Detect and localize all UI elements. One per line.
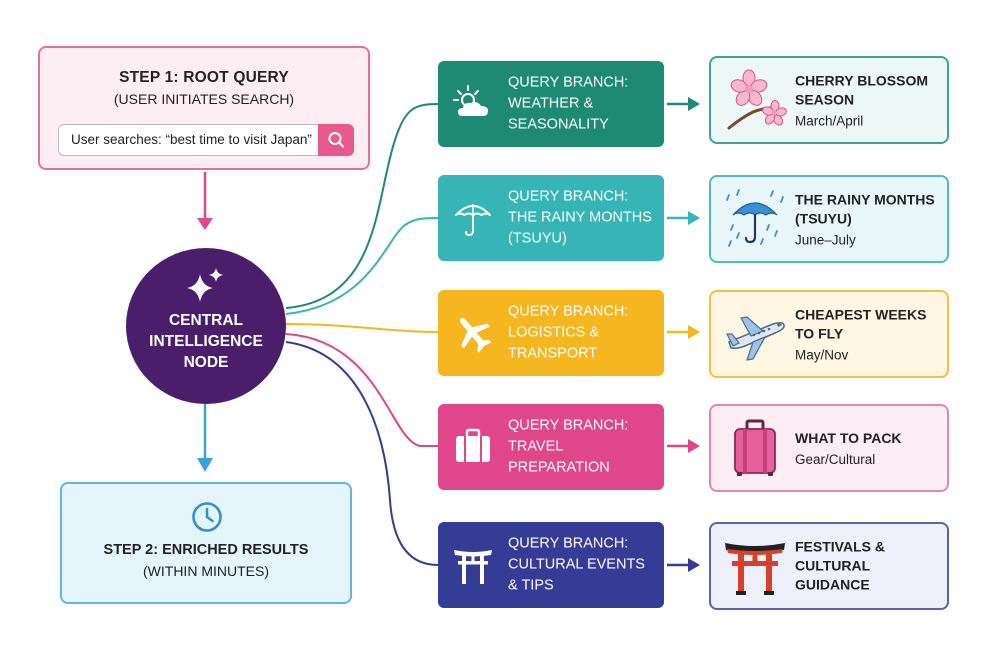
central-intelligence-node: CENTRAL INTELLIGENCE NODE — [126, 248, 286, 404]
branch-label: QUERY BRANCH: THE RAINY MONTHS (TSUYU) — [508, 187, 658, 250]
sun-cloud-icon — [453, 85, 488, 116]
branch-arrow-1 — [667, 97, 700, 111]
airplane-icon — [459, 317, 492, 353]
connector-logistics — [285, 323, 439, 333]
search-query-text: User searches: “best time to visit Japan… — [71, 132, 312, 147]
query-branch-weather: QUERY BRANCH: WEATHER & SEASONALITY — [438, 61, 664, 147]
central-node-label: CENTRAL INTELLIGENCE NODE — [126, 310, 286, 373]
branch-2-line-3: (TSUYU) — [508, 230, 567, 247]
result-what-to-pack: WHAT TO PACK Gear/Cultural — [709, 404, 949, 492]
result-1-title-line-2: SEASON — [795, 91, 855, 108]
branch-4-line-1: QUERY BRANCH: — [508, 417, 629, 434]
rain-umbrella-icon — [726, 189, 784, 247]
branch-label: QUERY BRANCH: CULTURAL EVENTS & TIPS — [508, 534, 658, 597]
step2-enriched-results-box: STEP 2: ENRICHED RESULTS (WITHIN MINUTES… — [60, 482, 352, 604]
result-text: CHERRY BLOSSOM SEASON March/April — [795, 72, 945, 129]
central-label-line-1: CENTRAL — [168, 312, 244, 329]
result-title: THE RAINY MONTHS (TSUYU) — [795, 191, 945, 229]
result-cheapest-weeks: CHEAPEST WEEKS TO FLY May/Nov — [709, 290, 949, 378]
branch-label: QUERY BRANCH: WEATHER & SEASONALITY — [508, 73, 658, 136]
branch-3-line-2: LOGISTICS & — [508, 324, 600, 341]
result-4-title-line-1: WHAT TO PACK — [795, 430, 902, 446]
clock-icon — [192, 502, 222, 532]
connector-weather — [285, 103, 439, 309]
central-label-line-2: INTELLIGENCE — [149, 333, 263, 350]
result-2-title-line-1: THE RAINY MONTHS — [795, 191, 935, 208]
branch-4-line-2: TRAVEL PREPARATION — [508, 438, 610, 476]
step2-title: STEP 2: ENRICHED RESULTS — [103, 542, 309, 558]
root-to-central-arrowhead — [197, 218, 213, 230]
result-3-subtitle: May/Nov — [795, 347, 849, 363]
branch-arrow-3 — [667, 325, 700, 339]
branch-2-line-1: QUERY BRANCH: — [508, 188, 629, 205]
suitcase-icon — [456, 428, 490, 462]
branch-1-line-2: WEATHER & — [508, 95, 594, 112]
branch-3-line-3: TRANSPORT — [508, 345, 598, 362]
branch-arrow-4 — [667, 439, 700, 453]
branch-arrow-2 — [667, 211, 700, 225]
result-5-title-line-1: FESTIVALS & — [795, 538, 885, 555]
result-1-subtitle: March/April — [795, 113, 864, 129]
result-title: CHEAPEST WEEKS TO FLY — [795, 306, 945, 344]
result-1-title-line-1: CHERRY BLOSSOM — [795, 72, 929, 89]
branch-label: QUERY BRANCH: LOGISTICS & TRANSPORT — [508, 302, 658, 365]
connector-preparation — [285, 333, 438, 447]
connector-cultural — [285, 341, 439, 566]
branch-label: QUERY BRANCH: TRAVEL PREPARATION — [508, 416, 658, 479]
query-branch-travel-preparation: QUERY BRANCH: TRAVEL PREPARATION — [438, 404, 664, 490]
search-bar[interactable]: User searches: “best time to visit Japan… — [58, 123, 354, 156]
branch-arrow-5 — [667, 558, 700, 572]
airplane-icon — [726, 316, 785, 361]
result-3-title-line-2: TO FLY — [795, 325, 844, 342]
suitcase-icon — [734, 419, 776, 476]
branch-5-line-1: QUERY BRANCH: — [508, 535, 629, 552]
result-text: THE RAINY MONTHS (TSUYU) June–July — [795, 191, 945, 248]
result-title: FESTIVALS & CULTURAL GUIDANCE — [795, 538, 945, 595]
step1-subtitle: (USER INITIATES SEARCH) — [113, 91, 295, 107]
cherry-blossom-icon — [727, 69, 787, 130]
result-3-title-line-1: CHEAPEST WEEKS — [795, 306, 927, 323]
query-branch-rainy-months: QUERY BRANCH: THE RAINY MONTHS (TSUYU) — [438, 175, 664, 261]
result-4-subtitle: Gear/Cultural — [795, 452, 876, 467]
result-festivals: FESTIVALS & CULTURAL GUIDANCE — [709, 522, 949, 610]
umbrella-icon — [455, 204, 491, 237]
result-title: CHERRY BLOSSOM SEASON — [795, 72, 945, 110]
result-text: FESTIVALS & CULTURAL GUIDANCE — [795, 538, 945, 595]
result-text: CHEAPEST WEEKS TO FLY May/Nov — [795, 306, 945, 363]
step1-root-query-box: STEP 1: ROOT QUERY (USER INITIATES SEARC… — [38, 46, 370, 170]
search-button[interactable] — [318, 123, 354, 156]
torii-gate-icon — [454, 550, 492, 584]
sparkle-icon — [187, 268, 223, 302]
result-rainy-months: THE RAINY MONTHS (TSUYU) June–July — [709, 175, 949, 263]
query-branch-cultural-events: QUERY BRANCH: CULTURAL EVENTS & TIPS — [438, 522, 664, 608]
result-title: WHAT TO PACK — [795, 429, 945, 448]
branch-3-line-1: QUERY BRANCH: — [508, 303, 629, 320]
step1-title: STEP 1: ROOT QUERY — [119, 69, 289, 86]
central-to-results-arrowhead — [197, 458, 213, 472]
search-icon — [328, 131, 345, 148]
connector-rainy — [285, 217, 439, 315]
query-branch-logistics: QUERY BRANCH: LOGISTICS & TRANSPORT — [438, 290, 664, 376]
result-5-title-line-2: CULTURAL GUIDANCE — [795, 557, 870, 593]
torii-gate-icon — [725, 543, 785, 595]
branch-5-line-2: CULTURAL EVENTS — [508, 556, 645, 573]
branch-1-line-1: QUERY BRANCH: — [508, 74, 629, 91]
branch-5-line-3: & TIPS — [508, 577, 554, 594]
result-2-title-line-2: (TSUYU) — [795, 210, 852, 227]
central-label-line-3: NODE — [183, 354, 229, 371]
result-cherry-blossom: CHERRY BLOSSOM SEASON March/April — [709, 56, 949, 144]
branch-2-line-2: THE RAINY MONTHS — [508, 209, 652, 226]
branch-1-line-3: SEASONALITY — [508, 116, 609, 133]
result-text: WHAT TO PACK Gear/Cultural — [795, 429, 945, 467]
result-2-subtitle: June–July — [795, 232, 856, 248]
step2-subtitle: (WITHIN MINUTES) — [143, 563, 269, 579]
